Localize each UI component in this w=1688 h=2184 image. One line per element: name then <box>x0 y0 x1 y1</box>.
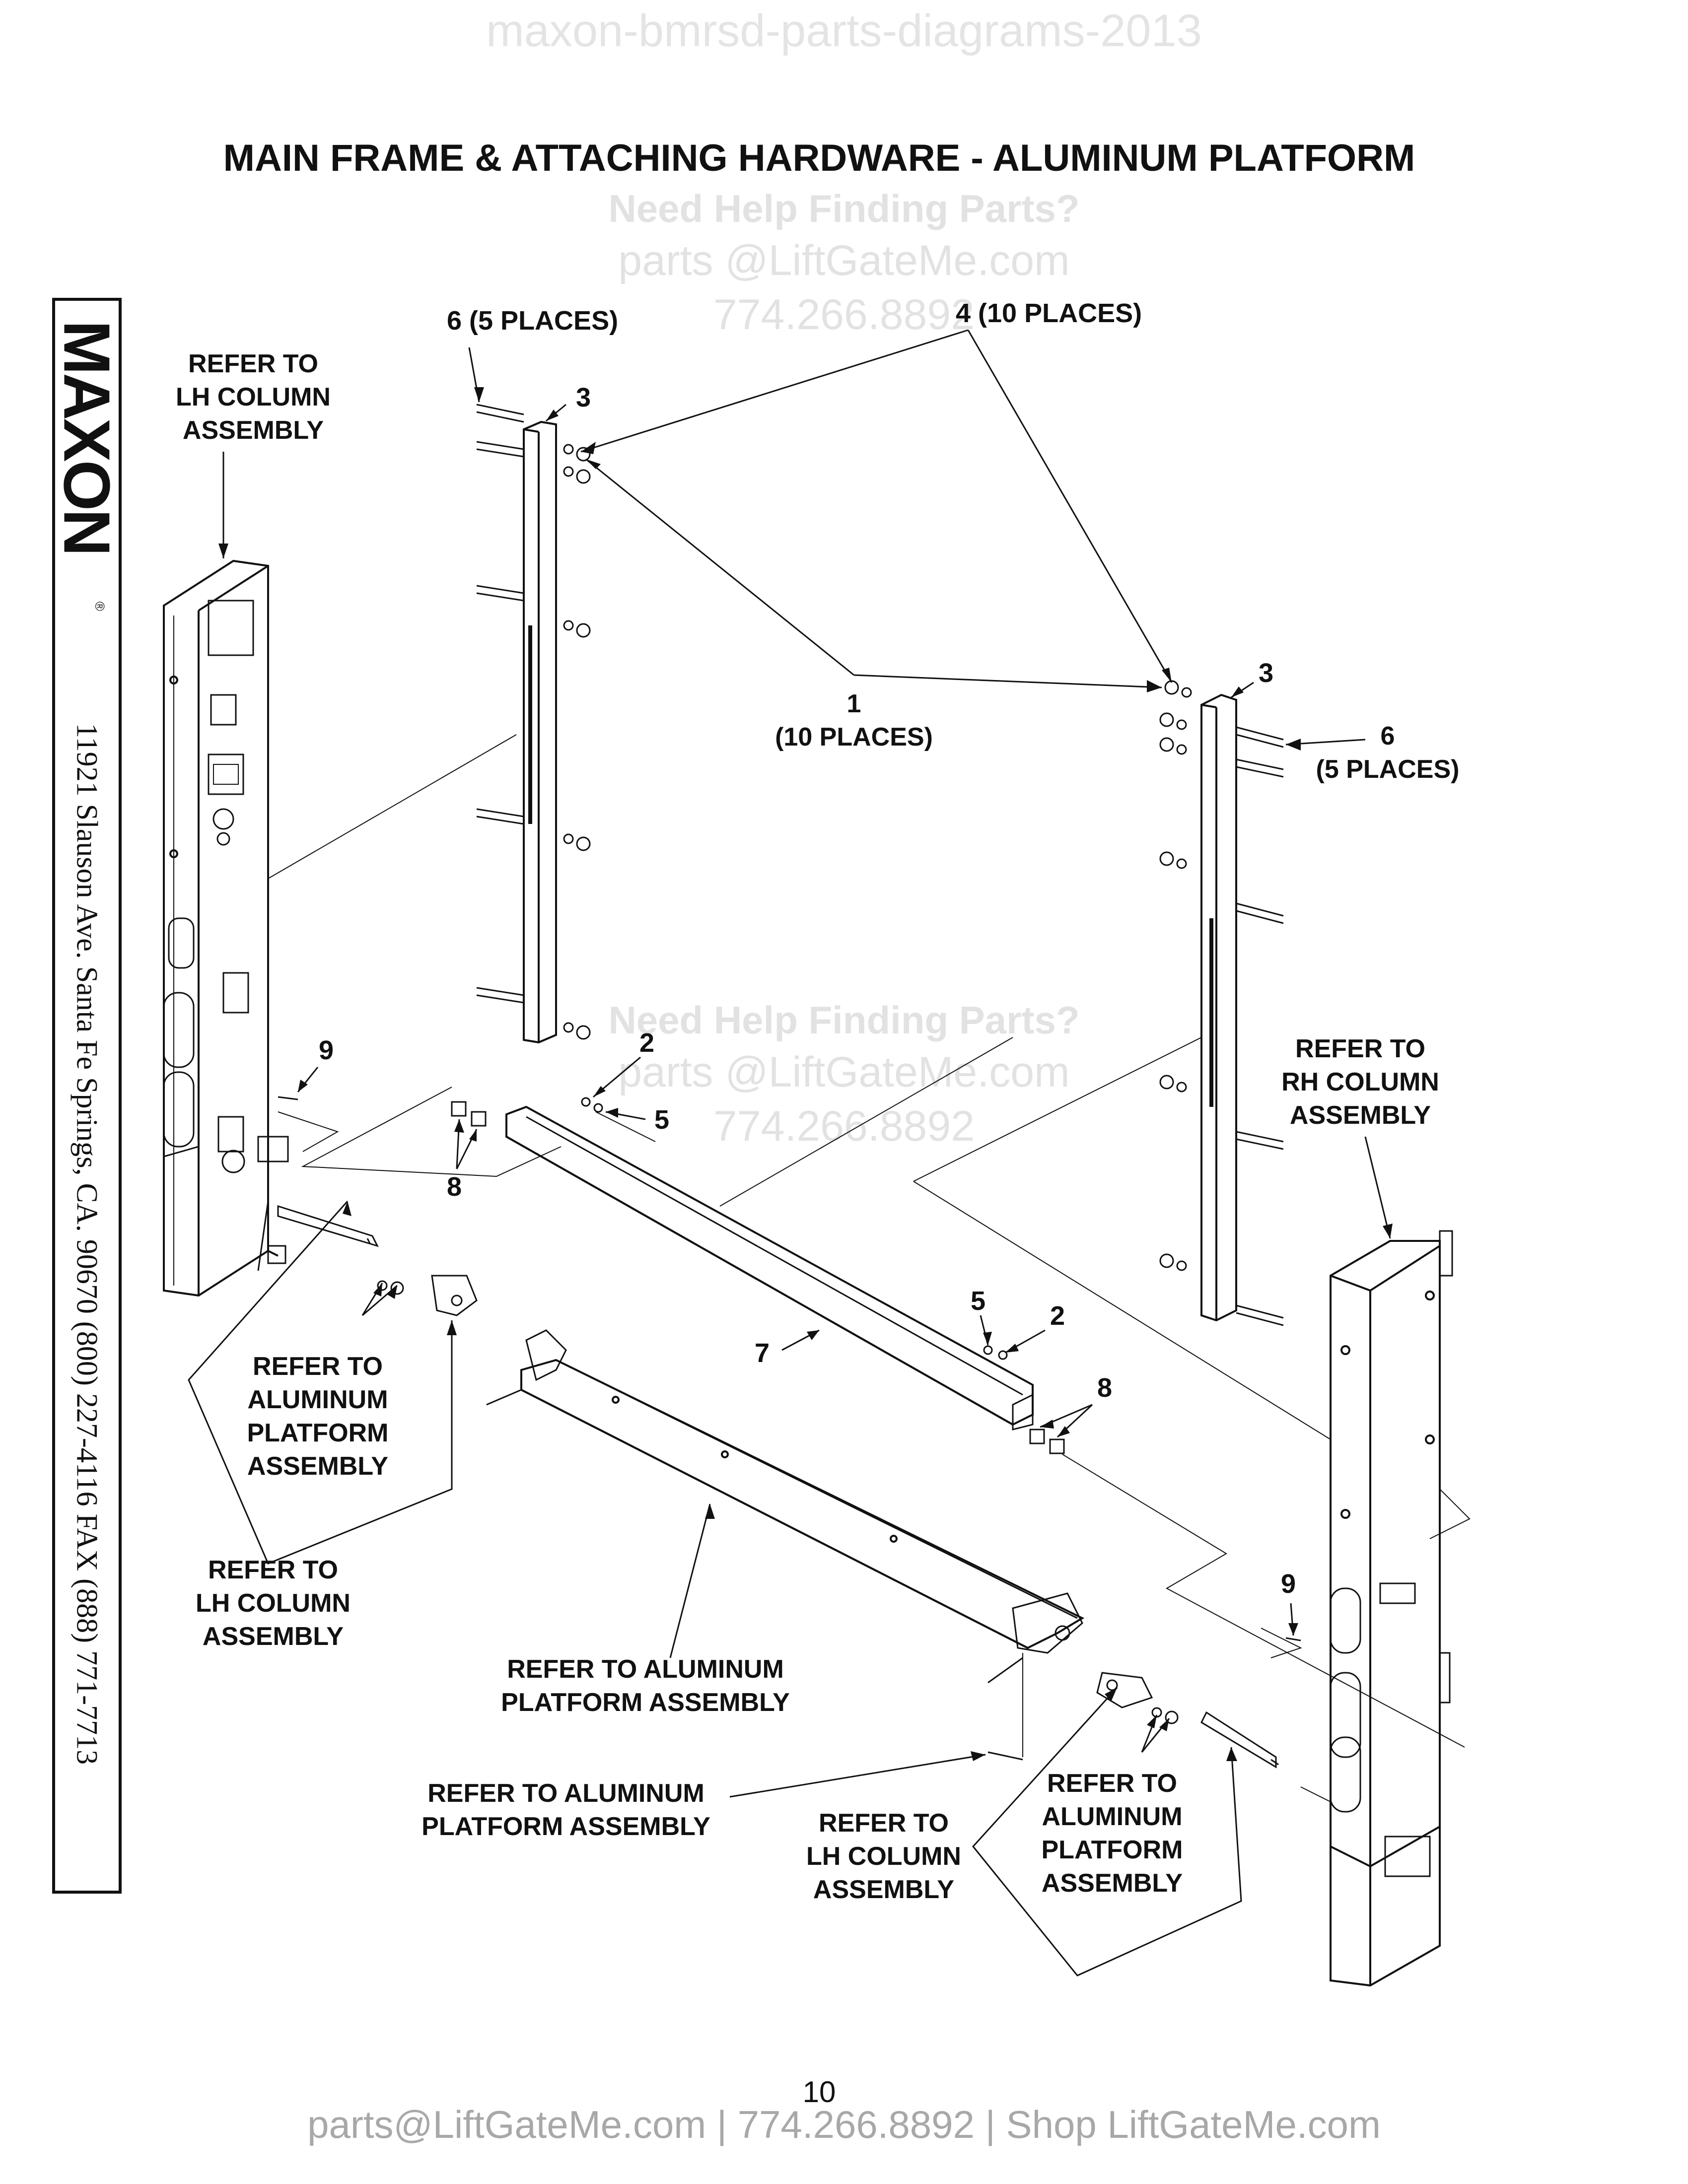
callout-9-right: 9 <box>1281 1569 1296 1599</box>
washers <box>581 1097 1008 1360</box>
right-nuts <box>1159 680 1192 1271</box>
watermark-phone: 774.266.8892 <box>713 291 975 339</box>
label-refer-lh-left: REFER TO LH COLUMN ASSEMBLY <box>196 1556 351 1651</box>
phantom-lines <box>268 734 1471 1802</box>
clip-plates <box>451 1101 1065 1454</box>
callout-1-places: (10 PLACES) <box>775 723 933 751</box>
right-pin <box>1200 1711 1279 1769</box>
callout-5-right: 5 <box>971 1286 986 1316</box>
label-refer-alum-left: REFER TO ALUMINUM PLATFORM ASSEMBLY <box>247 1352 389 1481</box>
watermark-email: parts @LiftGateMe.com <box>618 237 1070 284</box>
watermark-top: maxon-bmrsd-parts-diagrams-2013 <box>486 5 1202 56</box>
footer-contact: parts@LiftGateMe.com | 774.266.8892 | Sh… <box>307 2103 1381 2146</box>
platform-beam <box>486 1329 1085 1684</box>
callout-7: 7 <box>755 1338 770 1368</box>
callout-6-right: 6 (5 PLACES) <box>1306 720 1470 786</box>
label-refer-alum-right: REFER TO ALUMINUM PLATFORM ASSEMBLY <box>1041 1769 1183 1898</box>
callout-6-right-number: 6 <box>1380 722 1395 751</box>
page-title: MAIN FRAME & ATTACHING HARDWARE - ALUMIN… <box>223 137 1415 179</box>
company-sidebar: MAXON ® 11921 Slauson Ave. Santa Fe Spri… <box>51 298 124 1894</box>
callout-2-left: 2 <box>639 1028 655 1058</box>
arrowheads <box>218 387 1393 1761</box>
crossbar <box>505 1105 1034 1431</box>
label-refer-rh: REFER TO RH COLUMN ASSEMBLY <box>1281 1034 1439 1130</box>
callout-5-left: 5 <box>654 1105 670 1135</box>
callout-3-right: 3 <box>1259 658 1274 688</box>
watermark-email: parts @LiftGateMe.com <box>618 1048 1070 1096</box>
watermark-block-middle: Need Help Finding Parts? parts @LiftGate… <box>0 998 1688 1151</box>
callout-8-left: 8 <box>447 1172 462 1202</box>
right-bolts <box>1236 726 1284 1326</box>
label-refer-alum-bottom: REFER TO ALUMINUM PLATFORM ASSEMBLY <box>422 1779 710 1841</box>
callout-3-left: 3 <box>576 383 591 412</box>
callout-6-top: 6 (5 PLACES) <box>447 306 619 336</box>
callout-9-left: 9 <box>319 1035 334 1065</box>
watermark-block-top: Need Help Finding Parts? parts @LiftGate… <box>0 186 1688 340</box>
callout-2-right: 2 <box>1050 1301 1065 1331</box>
left-bolts <box>476 404 524 1004</box>
left-mounting-plate <box>523 420 557 1044</box>
lh-column <box>163 559 289 1297</box>
label-refer-lh-top: REFER TO LH COLUMN ASSEMBLY <box>176 349 331 445</box>
watermark-help: Need Help Finding Parts? <box>608 187 1080 230</box>
callout-8-right: 8 <box>1097 1373 1113 1403</box>
right-mounting-plate <box>1200 693 1237 1322</box>
watermark-help: Need Help Finding Parts? <box>608 998 1080 1042</box>
callout-4: 4 (10 PLACES) <box>956 298 1142 328</box>
small-bolts <box>278 1096 1301 1761</box>
rh-column <box>1330 1230 1453 1987</box>
watermark-phone: 774.266.8892 <box>713 1102 975 1150</box>
callout-6-right-places: (5 PLACES) <box>1316 755 1460 784</box>
callout-1-number: 1 <box>846 689 861 718</box>
label-refer-lh-bottom: REFER TO LH COLUMN ASSEMBLY <box>806 1809 961 1904</box>
left-nuts <box>563 444 591 1040</box>
page-number: 10 <box>802 2075 836 2109</box>
left-pin <box>277 1205 379 1247</box>
callout-1: 1 (10 PLACES) <box>770 687 938 754</box>
left-hinge-block <box>377 1275 478 1316</box>
label-refer-alum-center: REFER TO ALUMINUM PLATFORM ASSEMBLY <box>501 1655 790 1717</box>
